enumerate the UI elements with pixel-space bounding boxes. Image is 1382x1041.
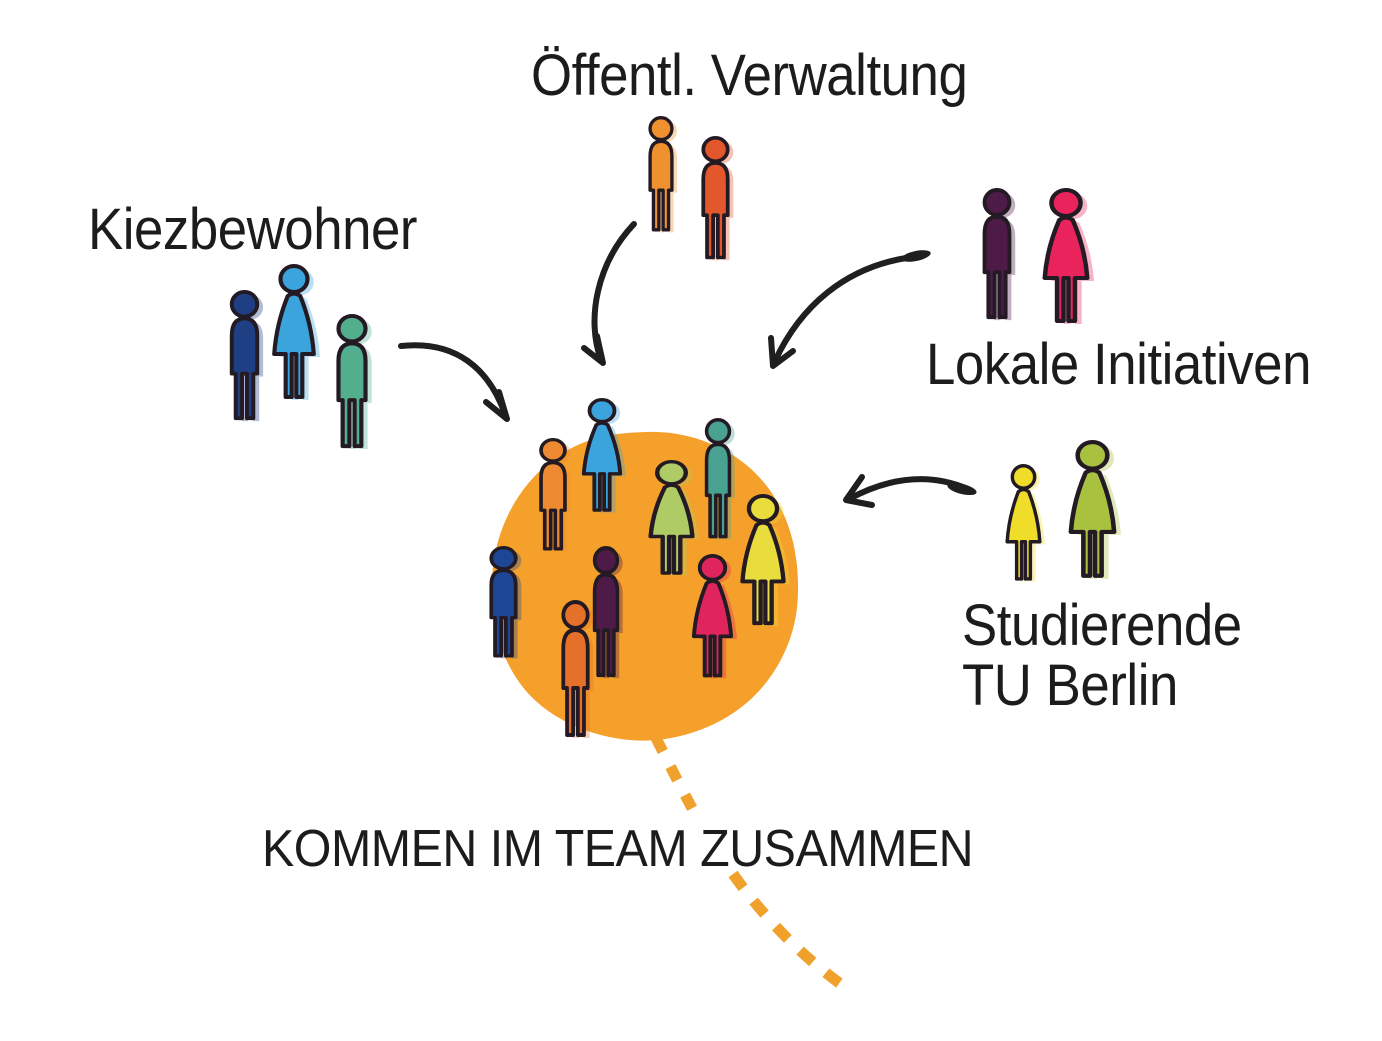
arrows (398, 221, 977, 508)
person-figure (229, 289, 266, 424)
arrow-head (843, 474, 875, 508)
person-figure (704, 417, 737, 542)
label-studierende-line2: TU Berlin (962, 653, 1178, 718)
arrow-head (483, 389, 510, 422)
label-studierende-line1: Studierende (962, 593, 1242, 658)
arrow-studierende-to-team (843, 474, 977, 508)
person-figure (489, 545, 524, 661)
person-figure (648, 116, 679, 234)
arrow-kiezbewohner-to-team (398, 342, 510, 422)
person-figure (561, 600, 596, 740)
person-figure (338, 316, 371, 449)
arrow-shaft (772, 255, 909, 364)
arrow-head (581, 333, 606, 366)
group-studierende-figures (1005, 442, 1121, 584)
person-figure (539, 437, 573, 554)
dashed-path-segment-lower (728, 870, 846, 990)
person-figure (1071, 442, 1121, 579)
person-figure (1045, 190, 1094, 324)
label-oeffentl-verwaltung: Öffentl. Verwaltung (531, 43, 968, 108)
arrow-verwaltung-to-team (581, 221, 637, 366)
person-figure (274, 266, 320, 400)
group-kiezbewohner-figures (229, 266, 372, 449)
arrow-head (768, 335, 796, 369)
label-kiezbewohner: Kiezbewohner (88, 197, 418, 262)
person-figure (1005, 464, 1047, 584)
person-figure (982, 187, 1018, 323)
person-figure (592, 546, 625, 680)
label-studierende-tu-berlin: Studierende TU Berlin (962, 596, 1242, 716)
person-figure (701, 135, 736, 263)
dashed-path (651, 735, 846, 990)
label-lokale-initiativen: Lokale Initiativen (926, 332, 1311, 397)
dashed-path-segment-upper (651, 735, 699, 815)
group-verwaltung-figures (648, 116, 736, 263)
caption-kommen-im-team-zusammen: KOMMEN IM TEAM ZUSAMMEN (262, 820, 974, 878)
group-lokale-initiativen-figures (982, 187, 1094, 324)
arrow-shaft (846, 476, 971, 502)
team-circle (491, 431, 799, 741)
arrow-lokale-initiativen-to-team (768, 250, 931, 369)
